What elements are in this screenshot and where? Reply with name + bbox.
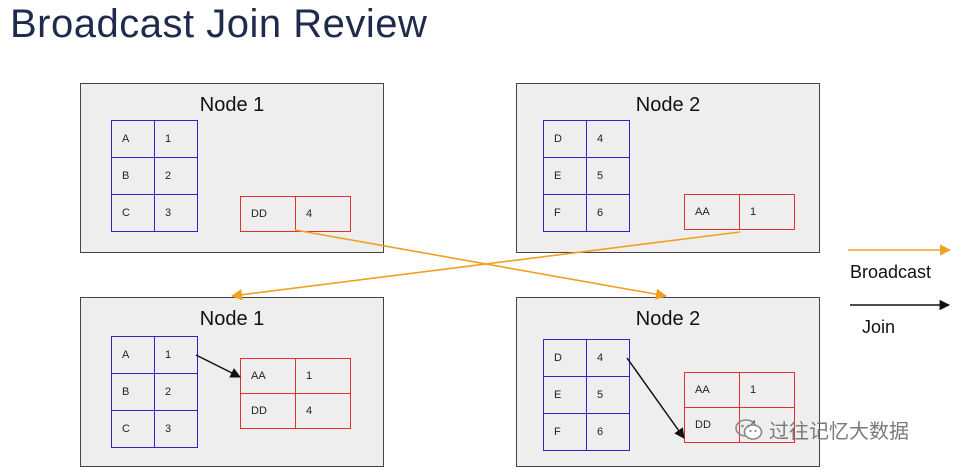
table-cell: B: [111, 157, 155, 195]
table-cell: D: [543, 120, 587, 158]
table-cell: 2: [154, 373, 198, 411]
table-cell: 5: [586, 157, 630, 195]
table-cell: 6: [586, 194, 630, 232]
broadcast-arrow-dd: [294, 229, 668, 300]
page-title: Broadcast Join Review: [10, 2, 428, 46]
table-cell: DD: [240, 196, 296, 232]
watermark-text: 过往记忆大数据: [769, 421, 909, 443]
table-cell: 1: [295, 358, 351, 394]
node-label: Node 1: [199, 308, 265, 330]
table-cell: C: [111, 410, 155, 448]
join-arrow-node-2: [626, 357, 685, 439]
node-2-received-table: AA1 DD4: [684, 372, 795, 443]
table-cell: A: [111, 120, 155, 158]
table-cell: 4: [295, 196, 351, 232]
table-cell: AA: [684, 194, 740, 230]
table-cell: E: [543, 157, 587, 195]
table-cell: 2: [154, 157, 198, 195]
node-label: Node 2: [635, 94, 701, 116]
table-cell: 4: [739, 407, 795, 443]
wechat-icon: [735, 418, 763, 442]
watermark: 过往记忆大数据: [735, 415, 909, 444]
broadcast-arrow-aa: [230, 231, 741, 301]
legend-join-label: Join: [862, 317, 896, 337]
table-cell: 1: [739, 194, 795, 230]
table-cell: 1: [739, 372, 795, 408]
node-label: Node 2: [635, 308, 701, 330]
table-cell: 1: [154, 120, 198, 158]
table-cell: 3: [154, 194, 198, 232]
table-cell: DD: [240, 393, 296, 429]
table-cell: DD: [684, 407, 740, 443]
node-2-bottom: Node 2 D4 E5 F6 AA1 DD4: [516, 297, 820, 467]
table-cell: 1: [154, 336, 198, 374]
table-row: DD4: [684, 407, 795, 443]
join-arrow-node-1: [195, 354, 241, 378]
legend-broadcast-label: Broadcast: [850, 262, 932, 282]
table-cell: 3: [154, 410, 198, 448]
table-cell: C: [111, 194, 155, 232]
table-cell: 4: [295, 393, 351, 429]
node-label: Node 1: [199, 94, 265, 116]
table-cell: 4: [586, 339, 630, 377]
table-cell: 6: [586, 413, 630, 451]
table-cell: F: [543, 194, 587, 232]
